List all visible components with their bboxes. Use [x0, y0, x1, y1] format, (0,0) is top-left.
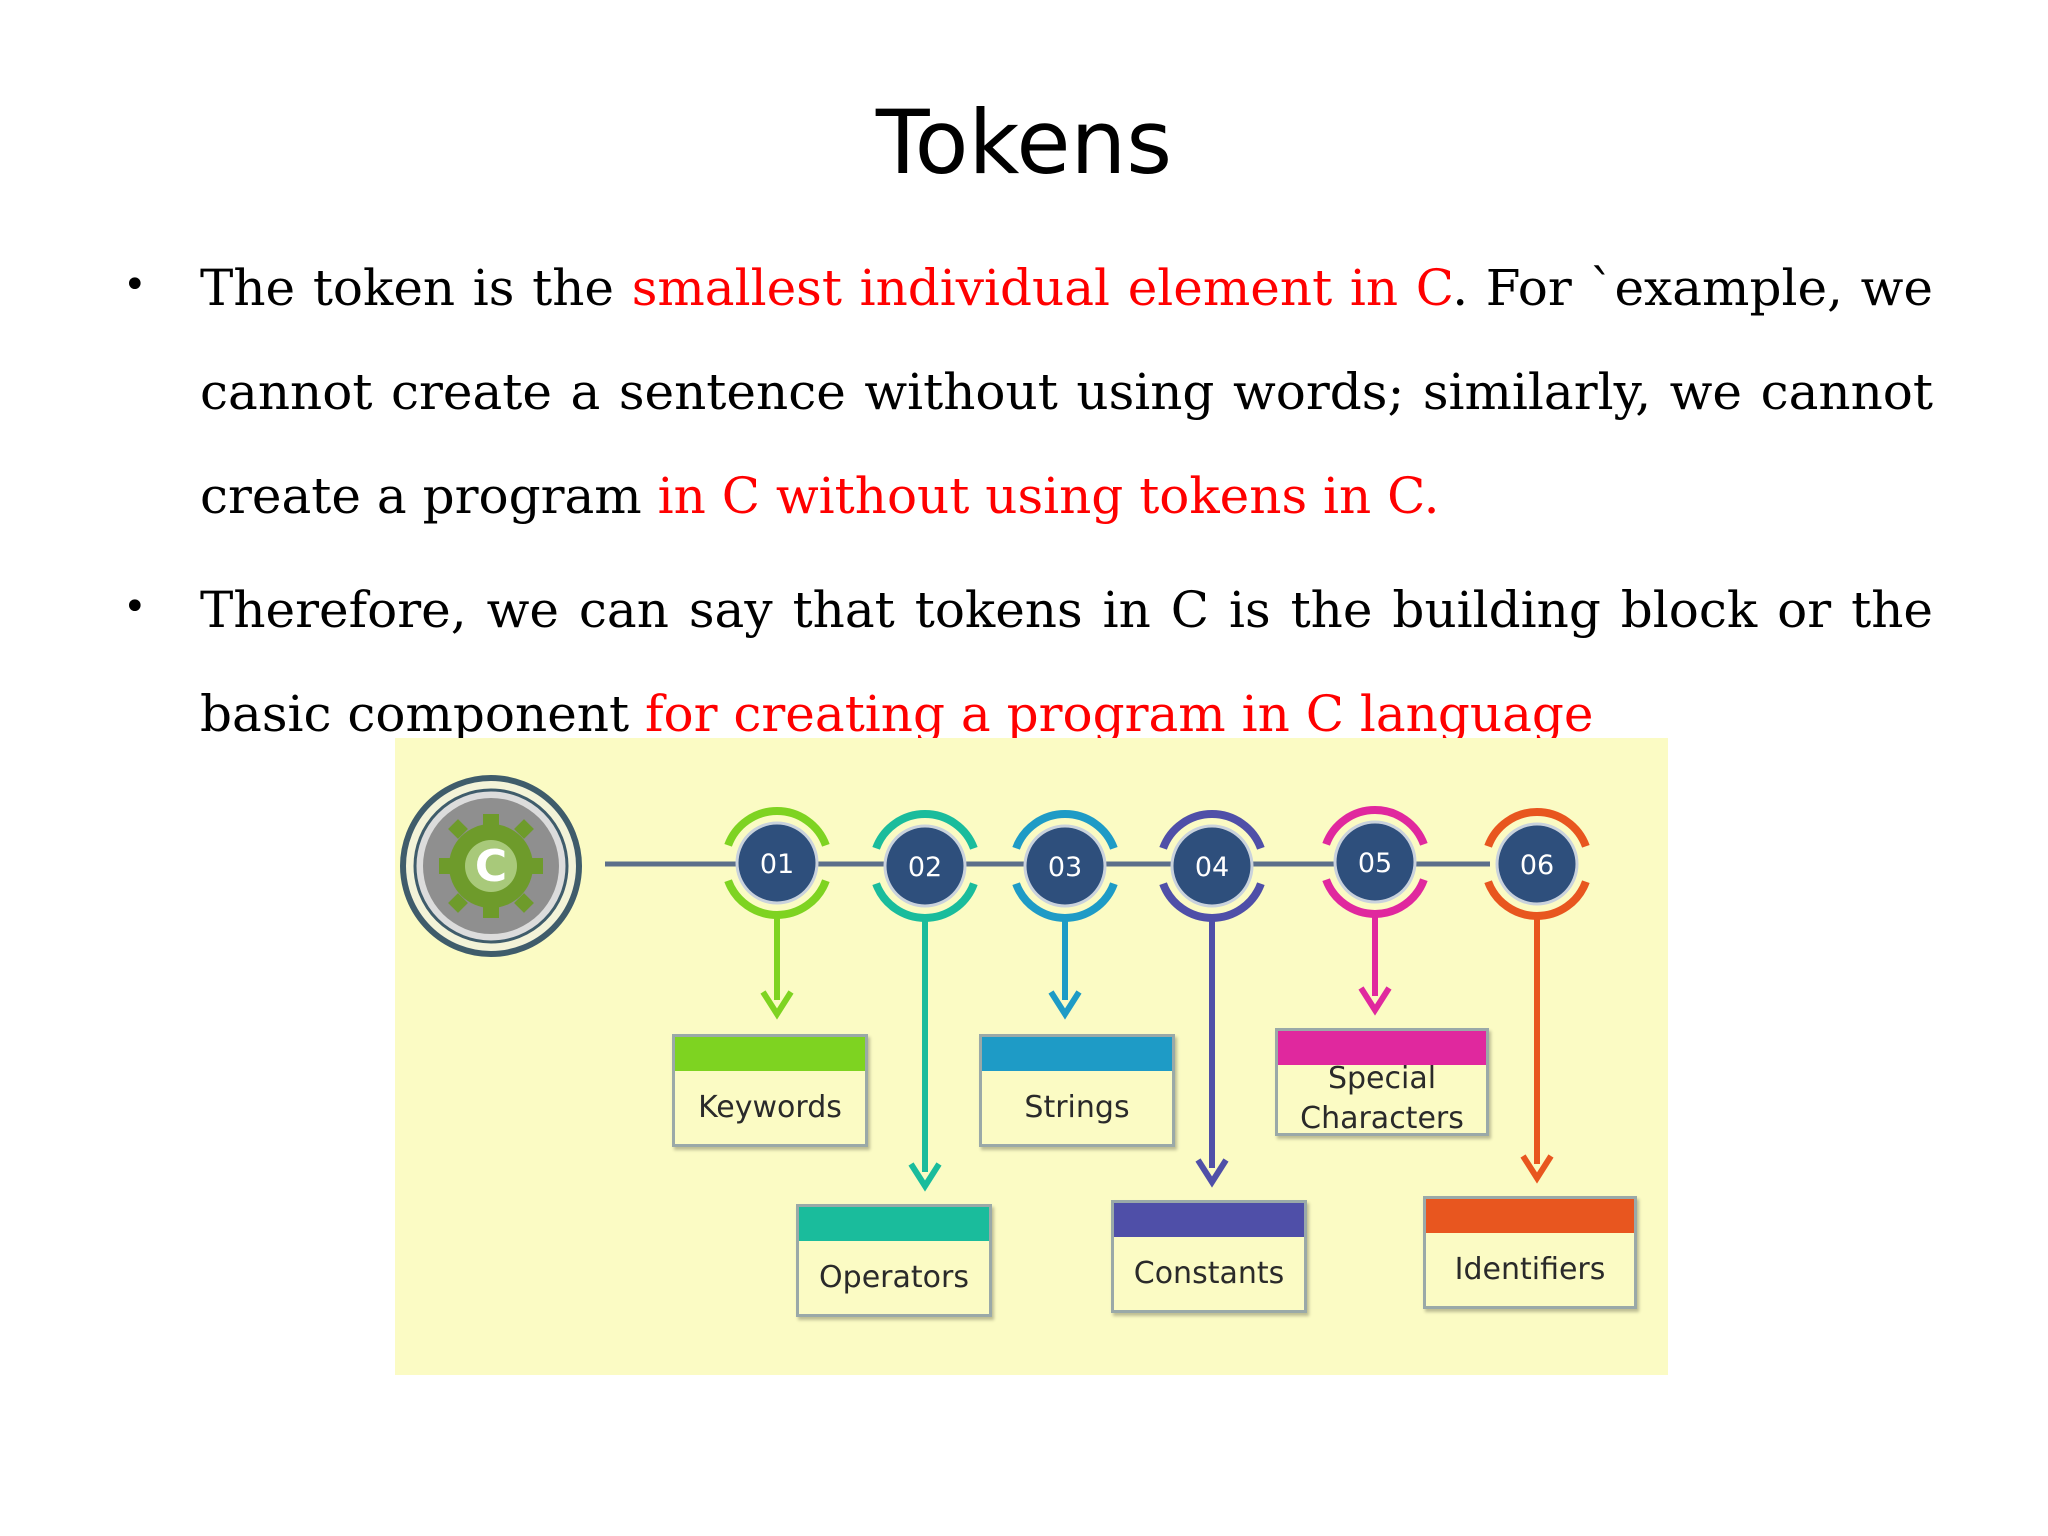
bullet-item-2: Therefore, we can say that tokens in C i… — [200, 558, 1933, 766]
token-box-strings: Strings — [979, 1034, 1175, 1147]
token-label-keywords: Keywords — [698, 1089, 842, 1125]
token-number-label: 04 — [1195, 852, 1229, 883]
token-number-circle — [735, 821, 819, 905]
token-node-05: 05 — [1322, 806, 1428, 1016]
token-ring-bottom — [724, 879, 830, 919]
token-ring-bottom — [1484, 880, 1590, 920]
token-label-special-characters: Special Characters — [1300, 1061, 1464, 1136]
token-bar — [799, 1207, 989, 1241]
token-number-label: 05 — [1358, 848, 1392, 879]
tokens-diagram: C 01 02 03 04 05 06 Keywords Operators String… — [395, 738, 1668, 1375]
token-arrow-head — [1048, 990, 1082, 1020]
token-ring-top — [1484, 808, 1590, 848]
token-number-label: 02 — [908, 852, 942, 883]
token-ring-top — [872, 810, 978, 850]
token-number-circle — [883, 824, 967, 908]
token-number-label: 06 — [1520, 850, 1554, 881]
bullet-item-1: The token is the smallest individual ele… — [200, 236, 1933, 548]
token-arrow-head — [908, 1162, 942, 1192]
token-ring-bottom — [1159, 882, 1265, 922]
token-number-circle — [1495, 822, 1579, 906]
bullet-2-part-1: Therefore, we can say that tokens in C i… — [200, 581, 1933, 743]
token-bar — [1426, 1199, 1634, 1233]
token-node-04: 04 — [1159, 810, 1265, 1188]
bullet-marker: • — [123, 262, 147, 308]
token-node-06: 06 — [1484, 808, 1590, 1184]
token-ring-top — [1159, 810, 1265, 850]
token-label-strings: Strings — [1024, 1089, 1130, 1125]
token-node-03: 03 — [1012, 810, 1118, 1020]
token-ring-top — [724, 807, 830, 847]
token-number-circle — [1333, 820, 1417, 904]
token-number-circle — [1023, 824, 1107, 908]
token-ring-bottom — [1012, 882, 1118, 922]
bullet-1-part-1: The token is the — [200, 259, 632, 317]
token-label-constants: Constants — [1133, 1255, 1285, 1291]
svg-text:C: C — [475, 841, 507, 892]
token-box-keywords: Keywords — [672, 1034, 868, 1147]
token-arrow-head — [760, 990, 794, 1020]
token-number-label: 03 — [1048, 852, 1082, 883]
token-bar — [1278, 1031, 1486, 1065]
token-box-constants: Constants — [1111, 1200, 1307, 1313]
token-box-identifiers: Identifiers — [1423, 1196, 1637, 1309]
c-logo-icon: C — [400, 775, 582, 957]
bullet-1-part-2: . For `example, we cannot create a sente… — [200, 259, 1933, 525]
token-box-operators: Operators — [796, 1204, 992, 1317]
token-arrow-head — [1358, 986, 1392, 1016]
bullet-marker: • — [123, 584, 147, 630]
token-number-label: 01 — [760, 849, 794, 880]
bullet-1-highlight-1: smallest individual element in C — [631, 259, 1453, 317]
token-node-02: 02 — [872, 810, 978, 1192]
token-arrow-head — [1520, 1154, 1554, 1184]
bullet-1-highlight-2: in C without using tokens in C. — [657, 467, 1440, 525]
token-arrow-head — [1195, 1158, 1229, 1188]
token-label-operators: Operators — [819, 1259, 969, 1295]
token-ring-bottom — [1322, 878, 1428, 918]
token-bar — [675, 1037, 865, 1071]
token-ring-top — [1322, 806, 1428, 846]
token-node-01: 01 — [724, 807, 830, 1020]
token-bar — [1114, 1203, 1304, 1237]
diagram-connectors: C 01 02 03 04 05 06 — [400, 775, 1590, 1192]
token-bar — [982, 1037, 1172, 1071]
slide-title: Tokens — [875, 91, 1173, 194]
bullet-2-highlight-1: for creating a program in C language — [644, 685, 1594, 743]
token-label-identifiers: Identifiers — [1454, 1251, 1606, 1287]
token-ring-bottom — [872, 882, 978, 922]
token-box-special-characters: Special Characters — [1275, 1028, 1489, 1136]
token-number-circle — [1170, 824, 1254, 908]
token-ring-top — [1012, 810, 1118, 850]
